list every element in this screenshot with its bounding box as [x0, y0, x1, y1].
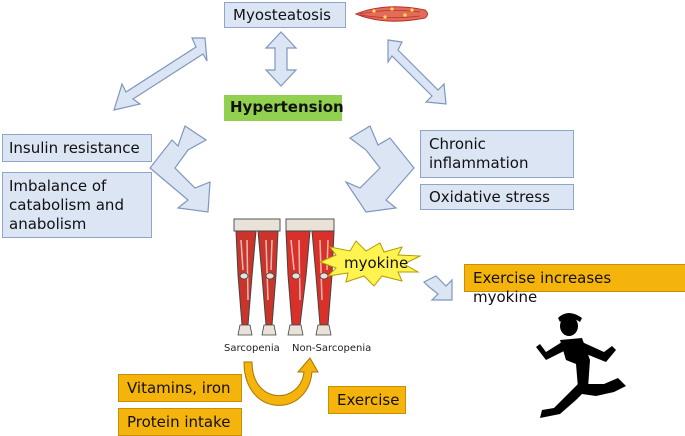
insulin-resistance-label: Insulin resistance — [9, 139, 140, 157]
exercise-increases-myokine-box: Exercise increases myokine — [464, 264, 685, 306]
curved-arrow-icon — [243, 357, 319, 406]
vitamins-iron-box: Vitamins, iron — [118, 374, 242, 402]
imbalance-line-1: Imbalance of — [9, 177, 107, 195]
myosteatosis-label: Myosteatosis — [233, 6, 331, 24]
chronic-inflammation-box: Chronic inflammation — [420, 130, 574, 178]
myokine-starburst — [318, 240, 422, 287]
protein-intake-box: Protein intake — [118, 408, 242, 436]
sarcopenia-legs-illustration — [233, 218, 281, 336]
protein-intake-label: Protein intake — [127, 413, 231, 431]
double-arrow-myosteatosis-hypertension — [264, 31, 298, 87]
imbalance-box: Imbalance of catabolism and anabolism — [2, 172, 152, 238]
hypertension-label: Hypertension — [230, 98, 344, 116]
chronic-inflammation-line-2: inflammation — [429, 154, 529, 172]
imbalance-line-3: anabolism — [9, 215, 87, 233]
exercise-increases-myokine-label: Exercise increases myokine — [473, 269, 612, 306]
vitamins-iron-label: Vitamins, iron — [127, 379, 231, 397]
myosteatosis-box: Myosteatosis — [224, 2, 346, 28]
myokine-label: myokine — [344, 254, 409, 272]
oxidative-stress-label: Oxidative stress — [429, 188, 550, 206]
hypertension-box: Hypertension — [224, 95, 344, 121]
chevron-arrow-right — [344, 125, 415, 213]
oxidative-stress-box: Oxidative stress — [420, 184, 574, 210]
runner-silhouette-icon — [536, 313, 626, 418]
insulin-resistance-box: Insulin resistance — [2, 134, 152, 162]
sarcopenia-caption: Sarcopenia — [224, 343, 280, 354]
non-sarcopenia-caption: Non-Sarcopenia — [292, 343, 372, 354]
arrow-myokine-to-exercise — [422, 275, 453, 301]
imbalance-line-2: catabolism and — [9, 196, 124, 214]
exercise-label: Exercise — [337, 391, 400, 409]
double-arrow-myosteatosis-insulin — [113, 37, 208, 111]
double-arrow-myosteatosis-inflammation — [387, 39, 447, 105]
exercise-box: Exercise — [328, 386, 406, 414]
chevron-arrow-left — [149, 125, 211, 213]
non-sarcopenia-legs-illustration — [285, 218, 335, 336]
chronic-inflammation-line-1: Chronic — [429, 135, 486, 153]
muscle-fiber-icon — [354, 6, 428, 22]
